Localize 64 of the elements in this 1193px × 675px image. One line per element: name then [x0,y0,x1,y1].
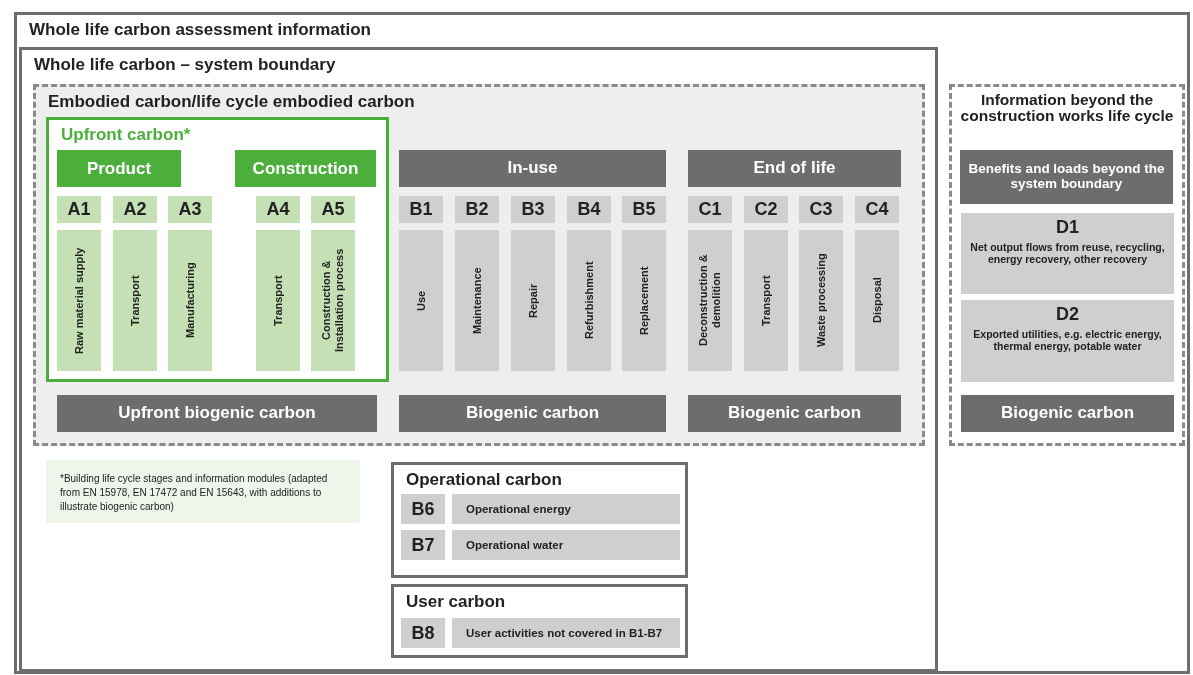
footnote-text: *Building life cycle stages and information modules (adapted from EN 15978, EN 17472 and EN 15643, with additions to illustrate biogenic carbon) [46,460,360,523]
module-label: Transport [256,230,300,371]
module-label: User activities not covered in B1-B7 [452,618,680,648]
module-code: B5 [622,196,666,223]
module-code: B6 [401,494,445,524]
module-label: Use [399,230,443,371]
module-label: Operational water [452,530,680,560]
panel-title: Embodied carbon/life cycle embodied carbon [48,92,415,112]
module-description: Exported utilities, e.g. electric energy, thermal energy, potable water [972,329,1163,353]
frame-title: Upfront carbon* [61,125,191,145]
stage-header: End of life [688,150,901,187]
module-label: Disposal [855,230,899,371]
module-code: B7 [401,530,445,560]
stage-header: Biogenic carbon [688,395,901,432]
module-code: B2 [455,196,499,223]
module-code: B1 [399,196,443,223]
module-card [961,300,1174,382]
stage-header: Biogenic carbon [961,395,1174,432]
boundary-frame [19,47,938,672]
boundary-frame [391,462,688,578]
upfront-carbon-frame [46,117,389,382]
module-label: Transport [113,230,157,371]
module-code: C1 [688,196,732,223]
module-label: Transport [744,230,788,371]
module-code: B3 [511,196,555,223]
frame-title: Whole life carbon – system boundary [34,55,336,75]
module-label: Refurbishment [567,230,611,371]
dashed-boundary-panel [33,84,925,446]
module-label: Replacement [622,230,666,371]
module-code: D2 [1056,304,1079,325]
module-code: B4 [567,196,611,223]
module-code: A4 [256,196,300,223]
stage-header: Upfront biogenic carbon [57,395,377,432]
frame-title: Operational carbon [406,470,562,490]
module-label: Repair [511,230,555,371]
module-code: C4 [855,196,899,223]
stage-header: In-use [399,150,666,187]
module-description: Net output flows from reuse, recycling, energy recovery, other recovery [969,242,1166,266]
module-code: A5 [311,196,355,223]
module-code: A2 [113,196,157,223]
module-label: Maintenance [455,230,499,371]
module-code: B8 [401,618,445,648]
module-code: A1 [57,196,101,223]
stage-header: Construction [235,150,376,187]
module-label: Deconstruction & demolition [688,230,732,371]
module-label: Operational energy [452,494,680,524]
frame-title: Whole life carbon assessment information [29,20,371,40]
module-label: Waste processing [799,230,843,371]
module-label: Raw material supply [57,230,101,371]
module-label: Manufacturing [168,230,212,371]
stage-header: Biogenic carbon [399,395,666,432]
module-code: A3 [168,196,212,223]
module-card [961,213,1174,294]
stage-header: Product [57,150,181,187]
module-code: C3 [799,196,843,223]
stage-header: Benefits and loads beyond the system boundary [960,150,1173,204]
module-code: C2 [744,196,788,223]
frame-title: User carbon [406,592,506,612]
dashed-boundary-panel [949,84,1185,446]
module-label: Construction & Installation process [311,230,355,371]
module-code: D1 [1056,217,1079,238]
boundary-frame [391,584,688,658]
boundary-frame [14,12,1190,674]
panel-title: Information beyond the construction works life cycle [959,92,1175,123]
